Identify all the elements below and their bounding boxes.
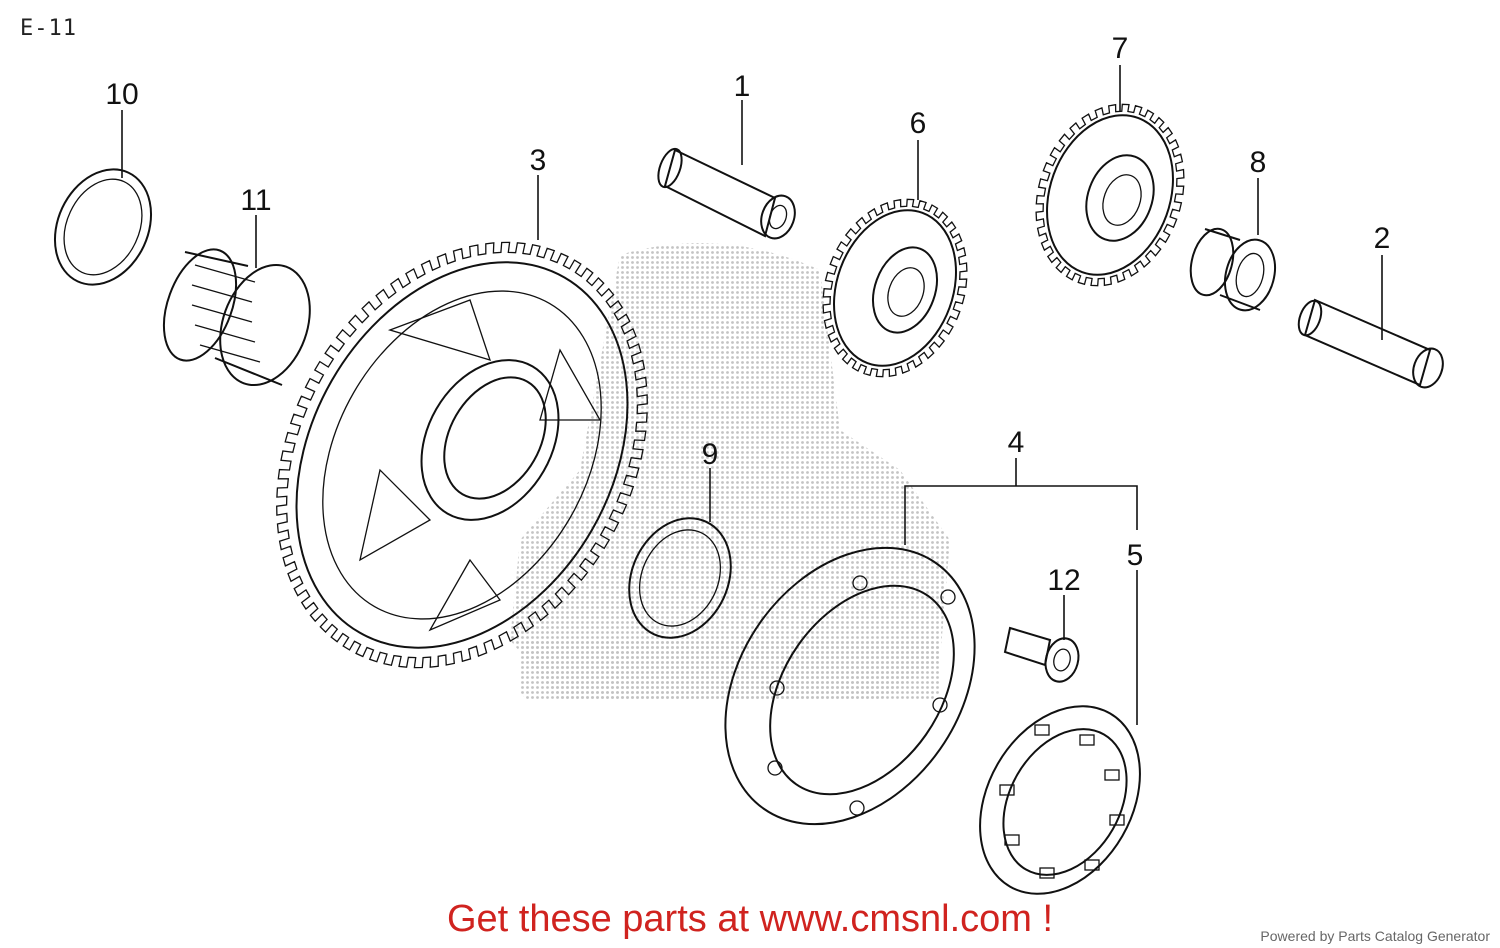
- callout-11: 11: [240, 184, 271, 217]
- part-4-clutch-outer[interactable]: [674, 500, 1026, 872]
- powered-by-label: Powered by Parts Catalog Generator: [1260, 928, 1490, 944]
- callout-6: 6: [910, 107, 927, 140]
- callout-2: 2: [1374, 222, 1391, 255]
- callout-4: 4: [1008, 426, 1025, 459]
- diagram-code: E-11: [20, 16, 77, 41]
- part-3-large-gear[interactable]: [230, 202, 695, 707]
- part-2-pin[interactable]: [1294, 298, 1448, 392]
- part-1-pin[interactable]: [654, 146, 801, 243]
- callout-1: 1: [734, 70, 751, 103]
- part-12-bolt[interactable]: [1003, 626, 1083, 685]
- callout-5: 5: [1127, 539, 1144, 572]
- part-6-gear[interactable]: [813, 193, 977, 383]
- leader-lines: [121, 65, 1383, 725]
- callout-10: 10: [105, 78, 138, 111]
- part-9-washer[interactable]: [610, 502, 749, 655]
- part-5-one-way-clutch[interactable]: [948, 677, 1173, 922]
- cta-link[interactable]: Get these parts at www.cmsnl.com !: [446, 898, 1054, 940]
- part-8-collar[interactable]: [1184, 224, 1283, 316]
- part-11-needle-bearing[interactable]: [150, 240, 326, 398]
- callout-3: 3: [530, 144, 547, 177]
- callout-12: 12: [1047, 564, 1080, 597]
- callout-8: 8: [1250, 146, 1267, 179]
- callout-7: 7: [1112, 32, 1129, 65]
- part-7-gear[interactable]: [1026, 97, 1195, 292]
- callout-9: 9: [702, 438, 719, 471]
- part-10-washer[interactable]: [37, 154, 169, 301]
- watermark-logo: [510, 243, 950, 700]
